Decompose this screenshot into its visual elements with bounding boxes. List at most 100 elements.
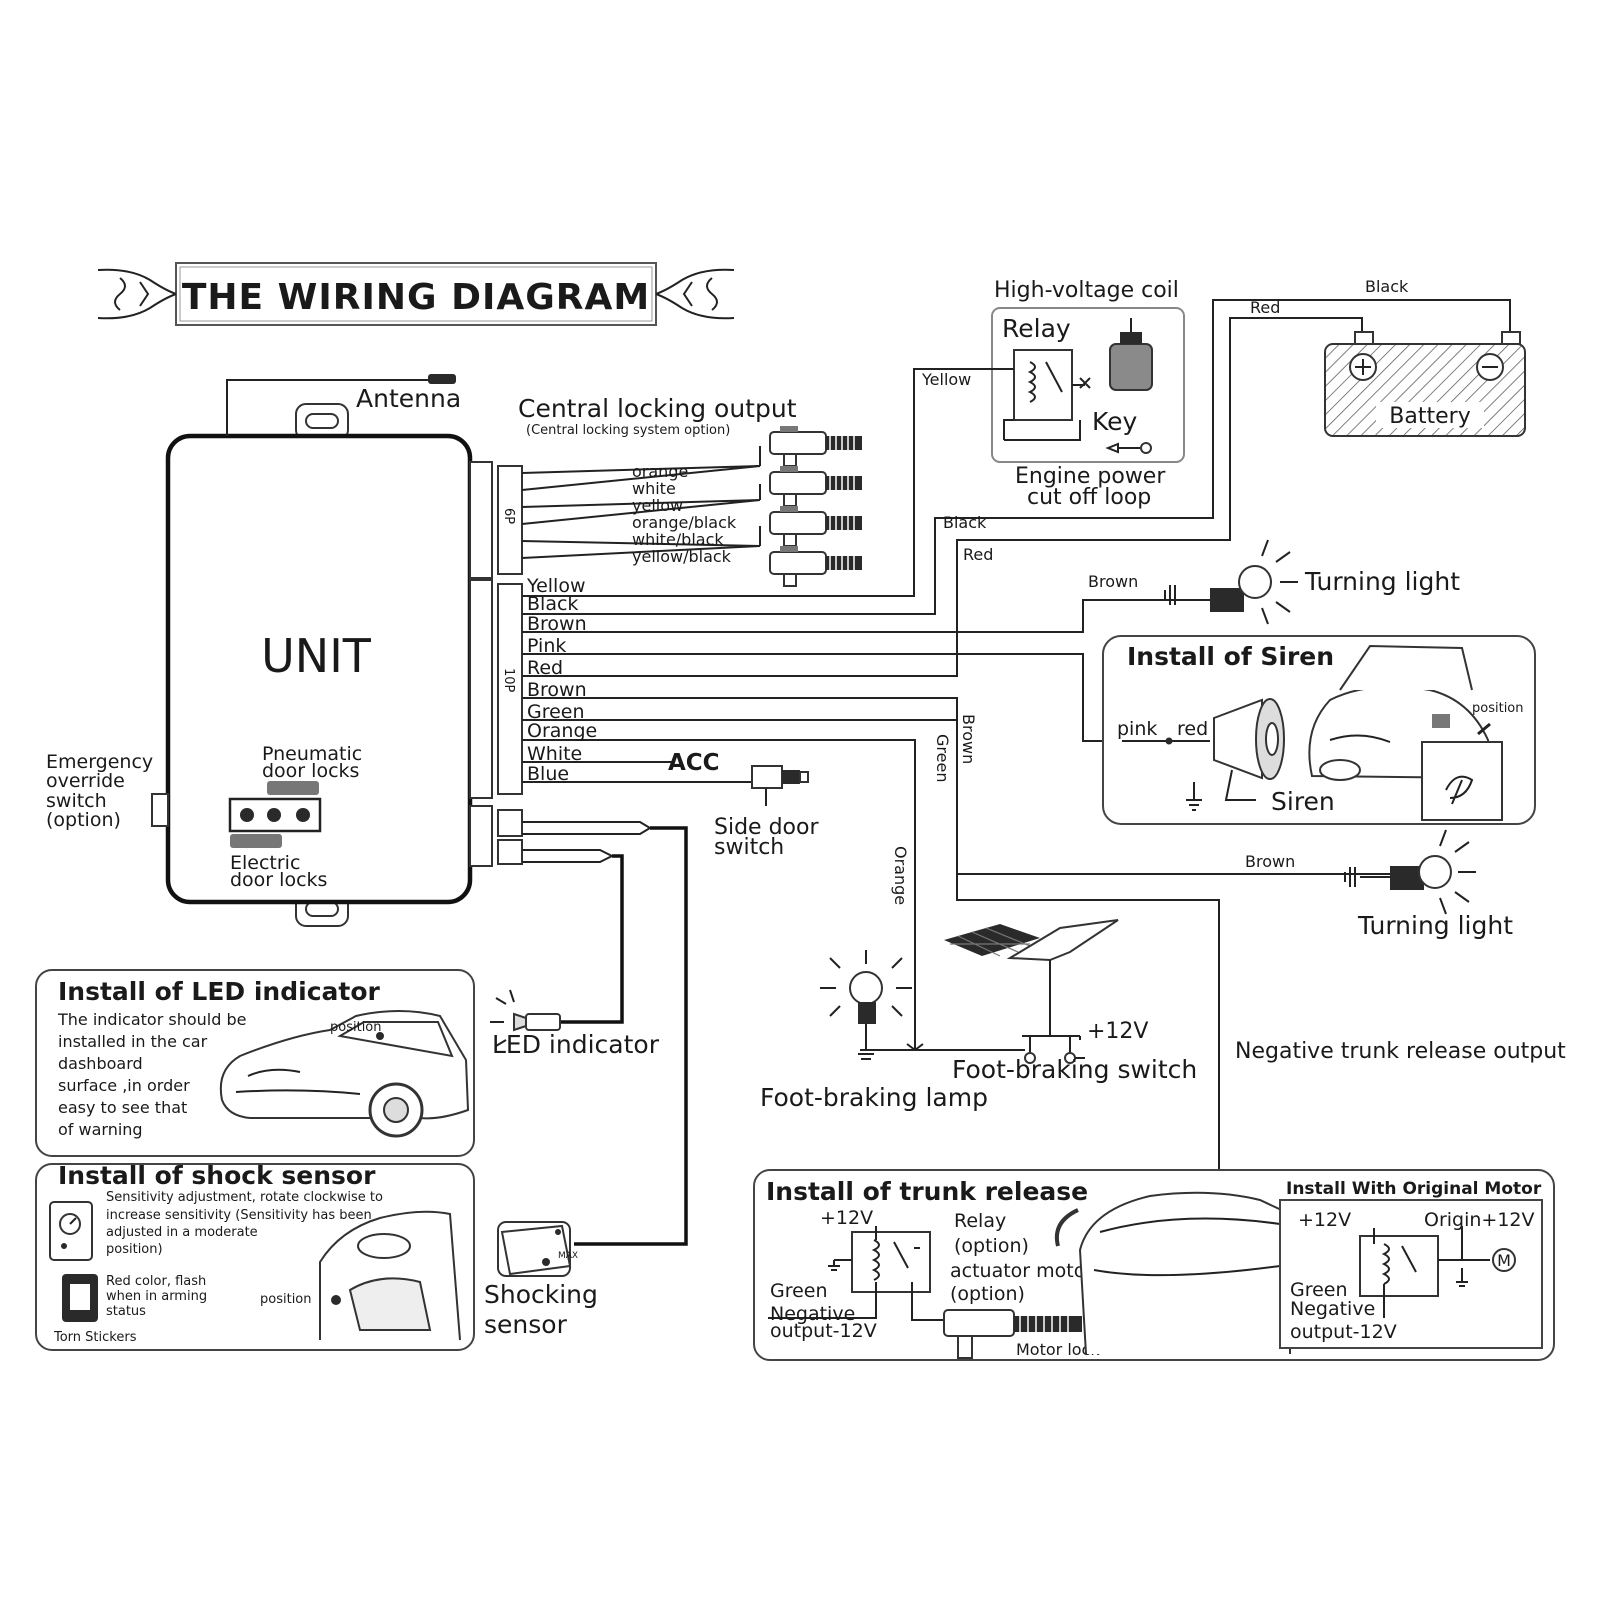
shock-install-title: Install of shock sensor [58,1161,376,1190]
trunk-install-title: Install of trunk release [766,1177,1088,1206]
original-negative-line-2: output-12V [1290,1321,1397,1343]
shocking-sensor-line-2: sensor [484,1310,568,1339]
shock-flash-3: status [106,1304,146,1319]
emergency-line-4: (option) [46,809,121,831]
electric-line-1: Electric [230,852,300,874]
siren-position-label: position [1472,701,1524,716]
shock-text-1: Sensitivity adjustment, rotate clockwise… [106,1190,383,1205]
harness-10p: Yellow Black Brown Pink Red Brown Green … [522,299,1511,1170]
original-12v-label: +12V [1298,1209,1351,1231]
cl-wire-orange-black: orange/black [632,513,737,532]
shock-sensor-icon [497,1221,572,1277]
led-text-4: surface ,in order [58,1076,190,1095]
wire-yellow: Yellow [526,575,586,597]
wire-pink: Pink [527,635,566,657]
trunk-negative-line-1: Negative [770,1303,855,1325]
cl-wire-white-black: white/black [632,530,724,549]
key-label: Key [1092,407,1138,436]
cl-wire-yellow: yellow [632,496,683,515]
led-text-2: installed in the car [58,1032,208,1051]
side-door-line-2: switch [714,835,784,860]
led-shock-wiring [522,821,688,1246]
wire-green: Green [527,701,585,723]
wire-blue: Blue [527,763,569,785]
brake-lamp-icon [820,950,912,1060]
unit-label: UNIT [261,629,372,683]
original-relay-icon [1359,1226,1490,1318]
antenna-label: Antenna [356,384,461,413]
door-lock-actuators [769,426,862,587]
battery-label: Battery [1389,404,1470,429]
diagram-title: THE WIRING DIAGRAM [182,277,650,318]
central-locking-group: Central locking output (Central locking … [518,394,862,587]
trunk-actuator-line-1: actuator motor [950,1260,1093,1282]
led-install-title: Install of LED indicator [58,977,381,1006]
title-banner: THE WIRING DIAGRAM [97,262,735,326]
shock-stickers-label: Torn Stickers [53,1330,137,1345]
foot-brake-switch-label: Foot-braking switch [952,1055,1197,1084]
engine-caption-1: Engine power [1015,464,1166,489]
route-red-label: Red [963,545,993,564]
electric-line-2: door locks [230,869,327,891]
shock-text-4: position) [106,1242,163,1257]
wire-red: Red [527,657,563,679]
car-dashboard-icon [219,1010,470,1138]
emergency-line-1: Emergency [46,751,153,773]
led-indicator-icon [490,989,561,1047]
led-text-5: easy to see that [58,1098,187,1117]
engine-caption-2: cut off loop [1027,485,1151,510]
car-interior-icon [319,1210,461,1341]
original-motor-title: Install With Original Motor [1286,1179,1542,1199]
route-brown-label: Brown [1088,572,1138,591]
brake-pedal-icon [944,919,1119,1036]
route-brown-lower: Brown [1245,852,1295,871]
shock-max-label: MAX [558,1251,578,1261]
side-door-switch-icon [751,765,809,806]
route-brown-vertical: Brown [959,714,978,764]
hv-coil-label: High-voltage coil [994,278,1179,303]
engine-cutoff-block: High-voltage coil Relay Key Engine power… [921,278,1185,510]
led-text-1: The indicator should be [57,1010,246,1029]
shock-flash-1: Red color, flash [106,1274,206,1289]
sensor-adjust-icon [49,1201,93,1261]
trunk-green-label: Green [770,1280,828,1302]
central-locking-subtitle: (Central locking system option) [526,423,730,438]
shock-position-label: position [260,1292,312,1307]
route-orange-vertical: Orange [891,846,910,905]
trunk-12v-label: +12V [820,1207,873,1229]
route-green-vertical: Green [933,734,952,782]
control-unit: UNIT Antenna 6P 10P Pneumatic door locks… [46,374,523,927]
trunk-actuator-line-2: (option) [950,1283,1025,1305]
shock-sensor-group: Install of shock sensor Sensitivity adju… [35,1161,598,1351]
turning-light-bottom-label: Turning light [1357,911,1513,940]
motor-m-label: M [1497,1251,1511,1270]
relay-label: Relay [1002,314,1071,343]
wire-white: White [527,743,582,765]
central-locking-title: Central locking output [518,394,797,423]
siren-title: Install of Siren [1127,642,1334,671]
led-text-6: of warning [58,1120,143,1139]
led-indicator-label: LED indicator [492,1030,660,1059]
turning-light-bottom: Turning light [1344,829,1513,940]
connector-6p-label: 6P [501,508,516,524]
siren-red-label: red [1177,718,1208,740]
route-black-label: Black [943,513,987,532]
side-door-line-1: Side door [714,815,819,840]
battery-black-label: Black [1365,277,1409,296]
siren-pink-label: pink [1117,718,1157,740]
actuator-icon [769,546,862,587]
negative-trunk-output-label: Negative trunk release output [1235,1039,1566,1064]
original-negative-line-1: Negative [1290,1298,1375,1320]
actuator-icon [769,506,862,547]
motor-icon [1492,1248,1516,1272]
led-indicator-group: Install of LED indicator The indicator s… [35,969,660,1157]
shock-text-3: adjusted in a moderate [106,1225,258,1240]
trunk-negative-line-2: output-12V [770,1320,877,1342]
connector-10p-label: 10P [501,668,516,693]
siren-panel: Install of Siren pink red Siren position [1102,635,1536,825]
battery-red-label: Red [1250,298,1280,317]
siren-icon [1213,698,1285,801]
central-locking-wires [521,446,761,559]
turning-light-top-label: Turning light [1304,567,1460,596]
